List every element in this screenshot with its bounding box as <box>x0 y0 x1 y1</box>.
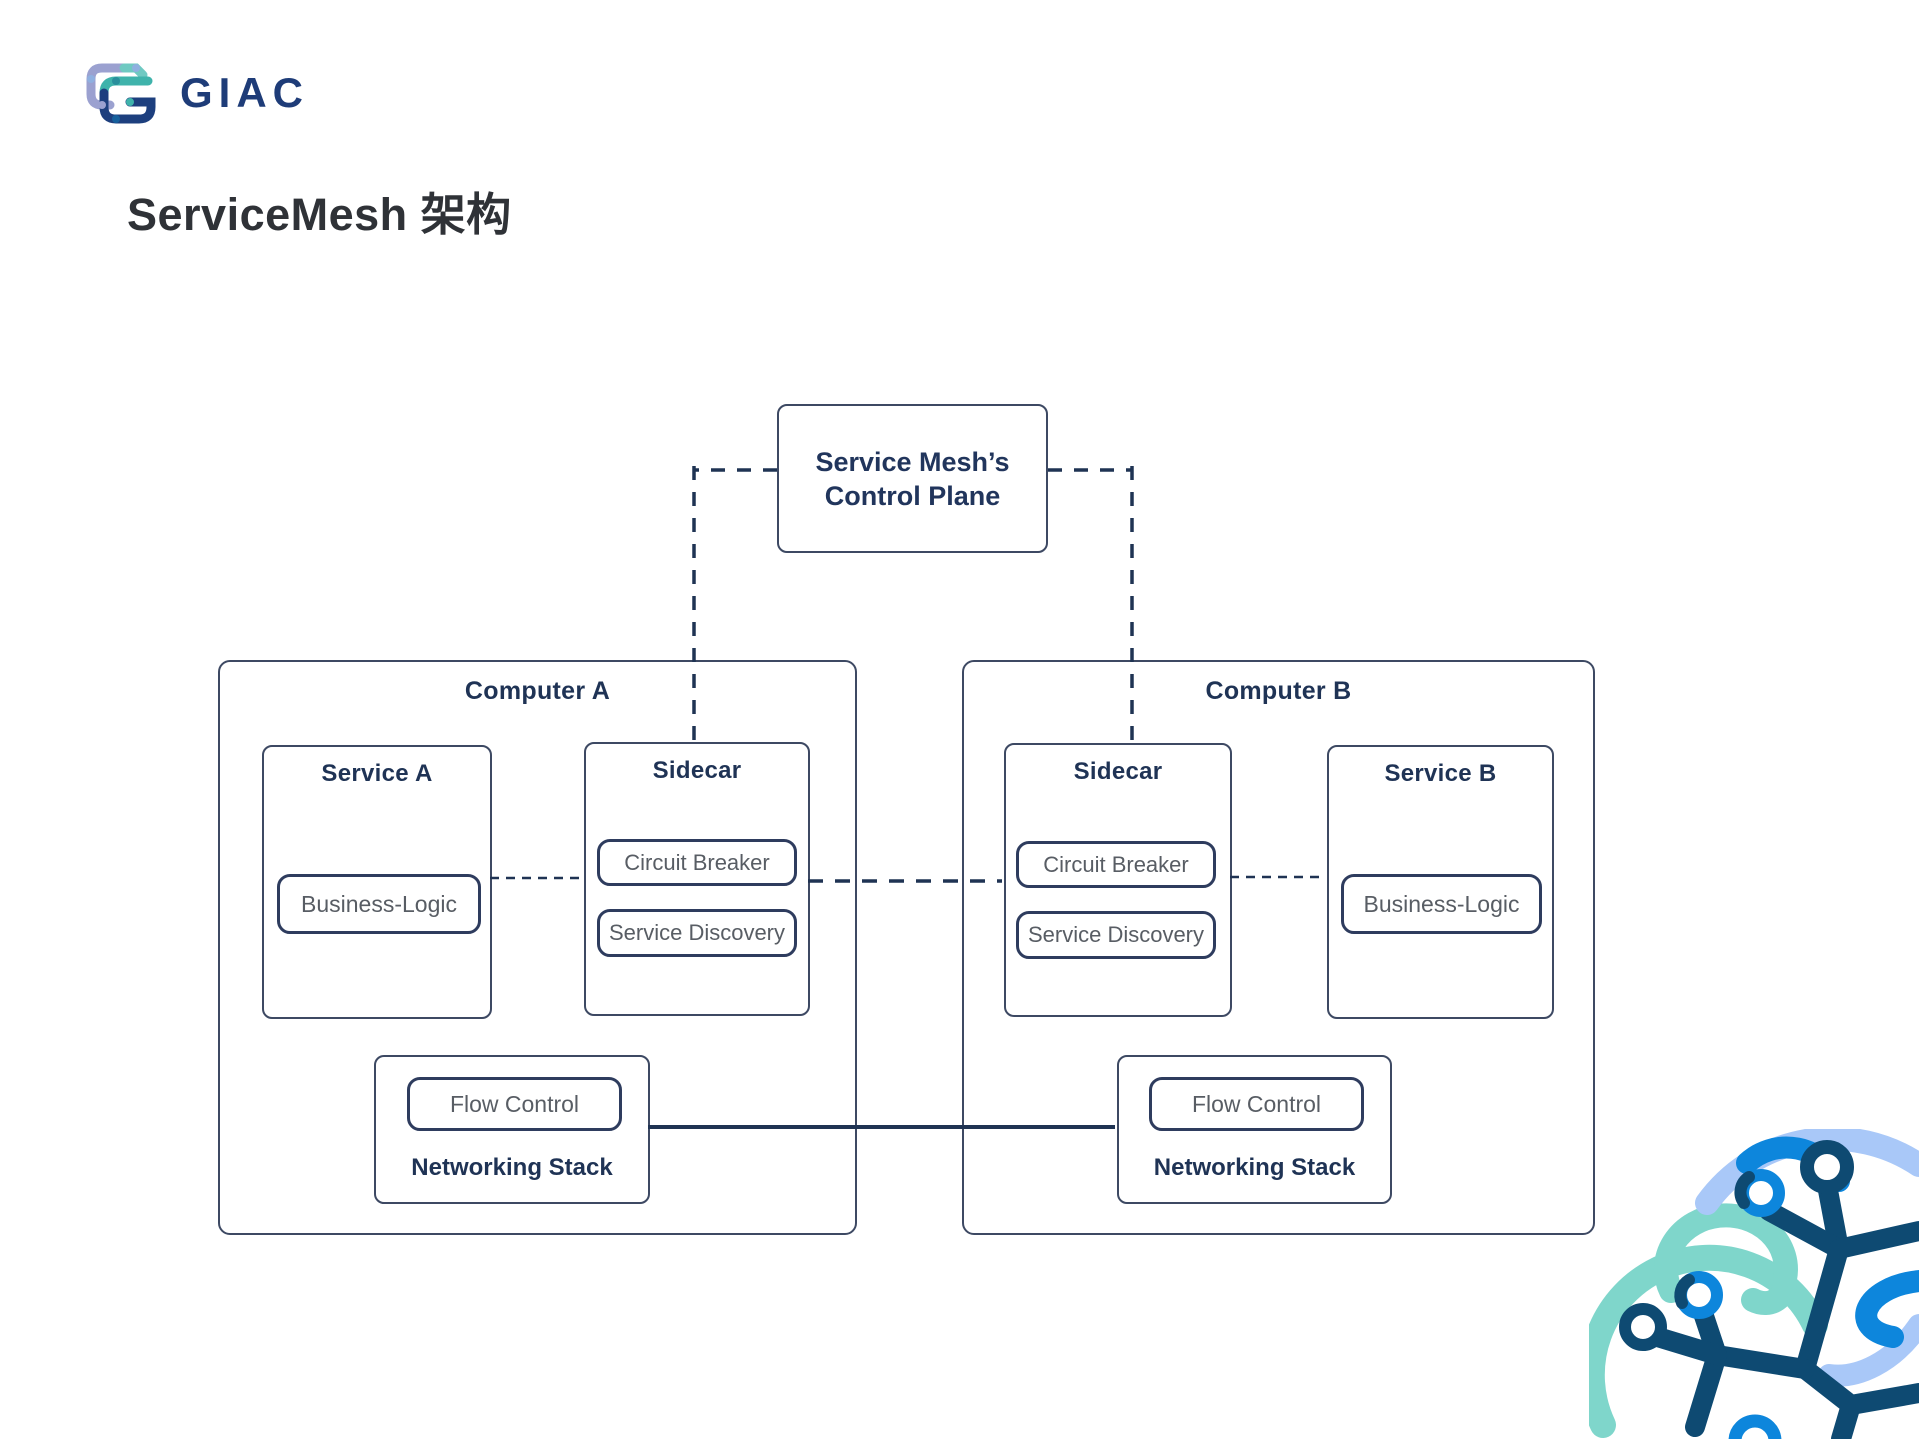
giac-logo-icon <box>86 63 156 124</box>
networking-stack-b-box: Flow Control Networking Stack <box>1117 1055 1392 1204</box>
service-b-label: Service B <box>1384 760 1497 787</box>
service-discovery-a-box: Service Discovery <box>597 909 797 957</box>
flow-control-b-box: Flow Control <box>1149 1077 1364 1131</box>
sidecar-b-box: Sidecar Circuit Breaker Service Discover… <box>1004 743 1232 1017</box>
sidecar-a-box: Sidecar Circuit Breaker Service Discover… <box>584 742 810 1016</box>
page-title: ServiceMesh 架构 <box>127 189 512 240</box>
service-discovery-b-box: Service Discovery <box>1016 911 1216 959</box>
service-a-box: Service A Business-Logic <box>262 745 492 1019</box>
networking-stack-b-label: Networking Stack <box>1153 1154 1356 1181</box>
service-a-label: Service A <box>321 760 433 787</box>
service-b-box: Service B Business-Logic <box>1327 745 1554 1019</box>
computer-a-label: Computer A <box>464 677 611 705</box>
control-plane-label-line2: Control Plane <box>824 480 1001 511</box>
computer-b-label: Computer B <box>1205 677 1352 705</box>
giac-logo: GIAC <box>80 58 309 128</box>
control-plane-box: Service Mesh’s Control Plane <box>777 404 1048 553</box>
computer-a-box: Computer A Service A Business-Logic Side… <box>218 660 857 1235</box>
flow-control-a-box: Flow Control <box>407 1077 622 1131</box>
control-plane-label-line1: Service Mesh’s <box>815 446 1010 477</box>
business-logic-b-box: Business-Logic <box>1341 874 1542 934</box>
giac-logo-text: GIAC <box>180 69 309 116</box>
circuit-breaker-a-box: Circuit Breaker <box>597 839 797 886</box>
networking-stack-a-label: Networking Stack <box>411 1154 613 1181</box>
sidecar-a-label: Sidecar <box>652 757 742 784</box>
network-decoration-graphic <box>1589 1129 1919 1439</box>
sidecar-b-label: Sidecar <box>1073 758 1163 785</box>
business-logic-a-box: Business-Logic <box>277 874 481 934</box>
computer-b-box: Computer B Sidecar Circuit Breaker Servi… <box>962 660 1595 1235</box>
circuit-breaker-b-box: Circuit Breaker <box>1016 841 1216 888</box>
networking-stack-a-box: Flow Control Networking Stack <box>374 1055 650 1204</box>
